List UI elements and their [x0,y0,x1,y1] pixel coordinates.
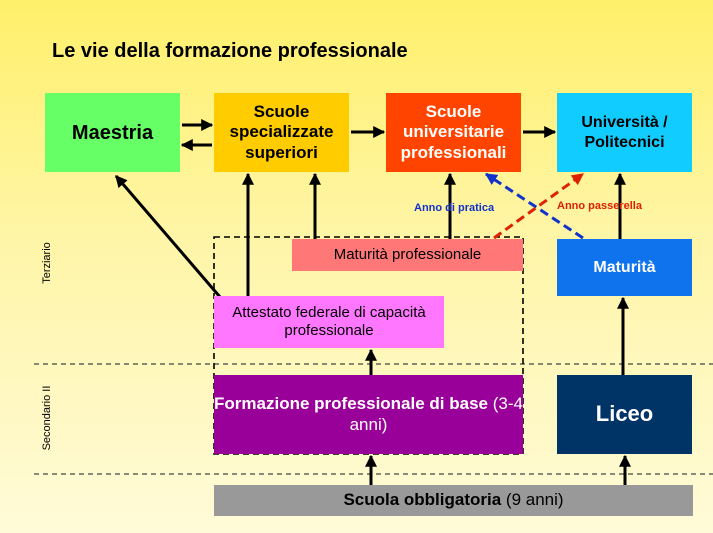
box-maturita-label: Maturità [593,258,656,276]
box-formazione-duration: (3-4 anni) [349,394,523,434]
level-label-terziario: Terziario [41,242,53,284]
box-liceo: Liceo [557,375,692,454]
box-scuola-obbligatoria-text: Scuola obbligatoria (9 anni) [343,490,563,510]
box-scuole-specializzate-label: Scuole specializzate superiori [229,101,334,162]
box-formazione-professionale: Formazione professionale di base (3-4 an… [214,375,523,454]
box-universita: Università / Politecnici [557,93,692,172]
box-liceo-label: Liceo [595,401,654,427]
box-scuole-universitarie: Scuole universitarie professionali [386,93,521,172]
box-scuole-universitarie-label: Scuole universitarie professionali [400,101,507,162]
box-attestato-label: Attestato federale di capacità professio… [232,304,426,339]
box-maturita-professionale: Maturità professionale [292,239,523,271]
page-title: Le vie della formazione professionale [52,40,408,62]
box-scuole-specializzate: Scuole specializzate superiori [214,93,349,172]
box-maestria: Maestria [45,93,180,172]
box-scuola-obbligatoria: Scuola obbligatoria (9 anni) [214,485,693,516]
box-maturita: Maturità [557,239,692,296]
box-universita-label: Università / Politecnici [581,114,668,151]
anno-passerella-label: Anno passerella [557,200,642,212]
box-maturita-professionale-label: Maturità professionale [333,246,482,263]
box-attestato: Attestato federale di capacità professio… [214,296,444,348]
box-scuola-obbligatoria-duration: (9 anni) [505,490,564,510]
box-formazione-bold: Formazione professionale di base [214,394,488,414]
box-scuola-obbligatoria-bold: Scuola obbligatoria [343,490,502,510]
arrow-attestato-to-maestria [114,175,222,298]
level-label-secondario: Secondario II [41,385,53,451]
box-formazione-text: Formazione professionale di base (3-4 an… [214,394,523,435]
box-maestria-label: Maestria [71,121,154,144]
anno-pratica-label: Anno di pratica [414,202,495,214]
